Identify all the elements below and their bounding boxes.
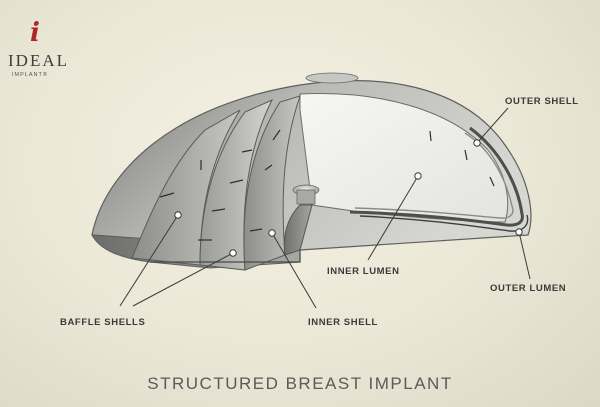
baffle-shell-3: [243, 95, 301, 271]
leader-lines: [119, 107, 531, 309]
label-outer-lumen: OUTER LUMEN: [490, 283, 567, 294]
label-inner-lumen: INNER LUMEN: [327, 266, 400, 277]
baffle-tick-marks: [159, 129, 495, 241]
leader-dots: [174, 139, 523, 257]
logo-wordmark: IDEAL: [8, 51, 69, 70]
label-inner-shell: INNER SHELL: [308, 317, 378, 328]
label-outer-shell: OUTER SHELL: [505, 96, 579, 107]
outer-lumen-band: [349, 126, 524, 227]
top-valve: [305, 72, 359, 84]
logo-mark: i: [30, 18, 40, 48]
diagram-caption: STRUCTURED BREAST IMPLANT: [147, 374, 453, 393]
logo-subtitle: IMPLANT®: [12, 72, 48, 78]
label-baffle-shells: BAFFLE SHELLS: [60, 317, 146, 328]
valve-body: [296, 189, 316, 205]
inner-lumen-area: [299, 93, 509, 223]
inner-shell-core: [283, 204, 313, 256]
